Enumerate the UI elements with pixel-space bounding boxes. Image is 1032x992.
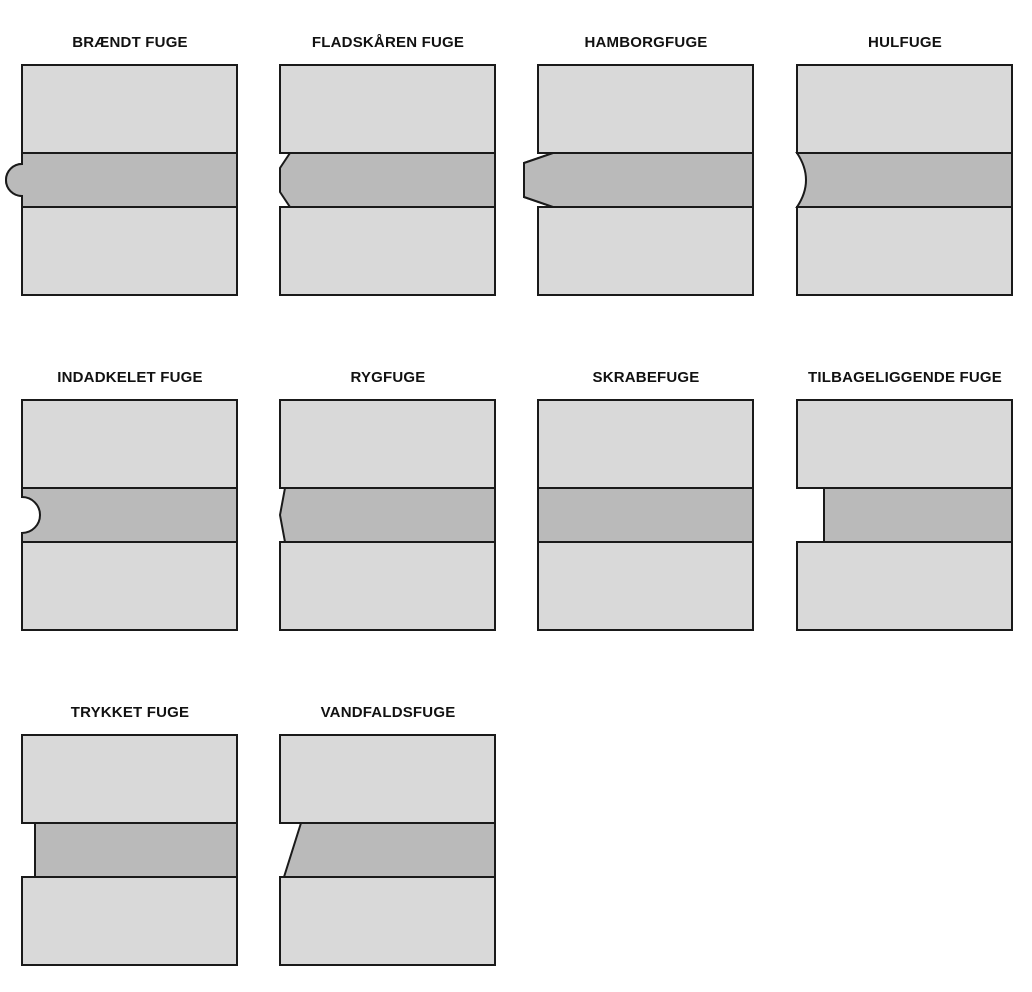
top-brick: [279, 734, 496, 824]
bottom-brick: [279, 541, 496, 631]
bottom-brick: [537, 206, 754, 296]
joint-drawing-hamborgfuge: [523, 64, 754, 296]
top-brick: [279, 64, 496, 154]
joint-drawing-skrabefuge: [537, 399, 754, 631]
joint-title: BRÆNDT FUGE: [72, 34, 188, 51]
joint-title: FLADSKÅREN FUGE: [311, 34, 465, 51]
joint-title: HAMBORGFUGE: [584, 34, 708, 51]
bottom-brick: [21, 541, 238, 631]
top-brick: [21, 64, 238, 154]
mortar-joint: [21, 487, 238, 543]
joint-drawing-tilbageliggende-fuge: [796, 399, 1013, 631]
top-brick: [21, 399, 238, 489]
mortar-joint: [537, 487, 754, 543]
joint-drawing-braendt-fuge: [5, 64, 238, 296]
joint-title: VANDFALDSFUGE: [320, 704, 456, 721]
mortar-joint: [278, 487, 496, 543]
bottom-brick: [21, 206, 238, 296]
joint-drawing-indadkelet-fuge: [21, 399, 238, 631]
top-brick: [537, 64, 754, 154]
top-brick: [537, 399, 754, 489]
bottom-brick: [796, 541, 1013, 631]
mortar-joint-face: [523, 152, 754, 208]
mortar-joint: [282, 822, 496, 878]
joint-title: TRYKKET FUGE: [70, 704, 190, 721]
bottom-brick: [796, 206, 1013, 296]
joint-drawing-trykket-fuge: [21, 734, 238, 966]
bottom-brick: [21, 876, 238, 966]
mortar-joint: [34, 822, 238, 878]
mortar-joint: [795, 152, 1013, 208]
mortar-joint: [823, 487, 1013, 543]
joint-title: SKRABEFUGE: [592, 369, 700, 386]
joint-title: INDADKELET FUGE: [57, 369, 203, 386]
top-brick: [279, 399, 496, 489]
joint-drawing-hulfuge: [795, 64, 1013, 296]
joint-drawing-rygfuge: [278, 399, 496, 631]
bottom-brick: [279, 876, 496, 966]
mortar-joint-face: [5, 152, 238, 208]
joint-drawing-vandfaldsfuge: [279, 734, 496, 966]
bottom-brick: [537, 541, 754, 631]
joint-drawing-fladskaaren-fuge: [279, 64, 496, 296]
joint-title: HULFUGE: [868, 34, 942, 51]
joint-title: TILBAGELIGGENDE FUGE: [807, 369, 1002, 386]
mortar-joint: [279, 152, 496, 208]
top-brick: [796, 399, 1013, 489]
top-brick: [21, 734, 238, 824]
bottom-brick: [279, 206, 496, 296]
top-brick: [796, 64, 1013, 154]
joint-title: RYGFUGE: [350, 369, 426, 386]
